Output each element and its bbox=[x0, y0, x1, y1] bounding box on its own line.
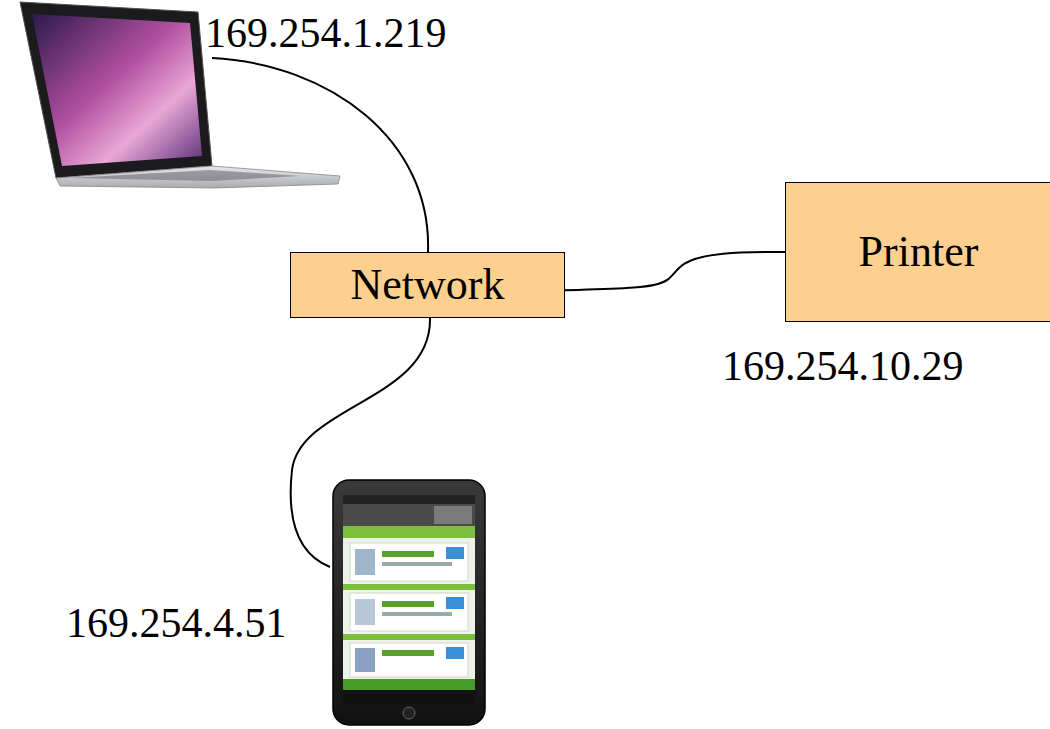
laptop-wire bbox=[212, 58, 428, 252]
network-box: Network bbox=[290, 252, 565, 318]
ip-address: 169.254.10.29 bbox=[722, 343, 964, 389]
ip-address: 169.254.4.51 bbox=[66, 600, 287, 646]
box-label: Network bbox=[351, 261, 505, 309]
ip-address: 169.254.1.219 bbox=[205, 10, 447, 56]
printer-box: Printer bbox=[785, 182, 1050, 322]
phone-picture bbox=[333, 480, 485, 725]
network-cable bbox=[565, 252, 785, 290]
box-label: Printer bbox=[859, 228, 979, 276]
